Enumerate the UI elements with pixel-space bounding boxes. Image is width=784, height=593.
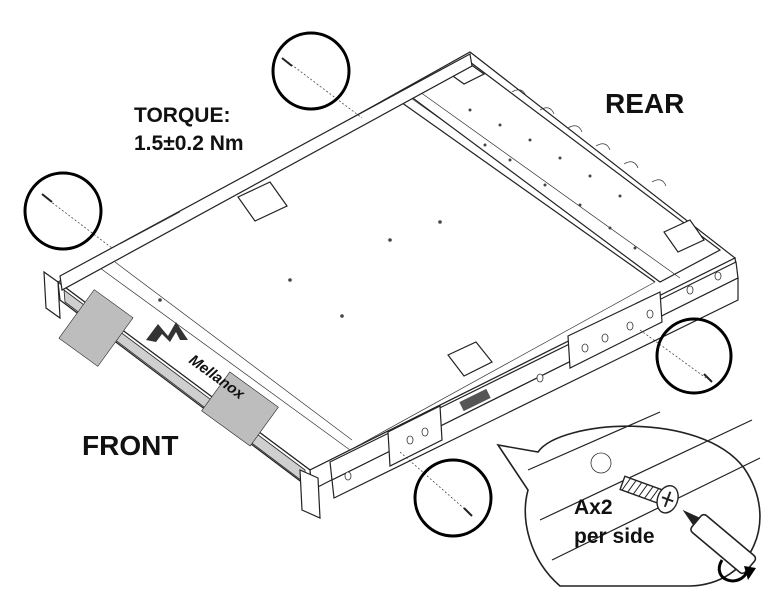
rotate-arrow-icon <box>717 559 750 583</box>
screw-right <box>639 317 733 395</box>
torque-title: TORQUE: <box>134 104 230 127</box>
rack-rail-left <box>59 53 473 291</box>
torque-value: 1.5±0.2 Nm <box>134 132 244 155</box>
screw-quantity: Ax2 <box>574 496 613 519</box>
brand-logo-mark <box>146 322 188 342</box>
rack-rail-right <box>329 261 739 499</box>
highlight-circle-right <box>655 317 733 395</box>
screw-top <box>271 31 363 119</box>
highlight-circle-top <box>271 31 351 111</box>
front-label: FRONT <box>82 430 178 461</box>
highlight-circle-left <box>23 171 103 251</box>
detail-callout: Ax2 per side <box>496 411 761 587</box>
screw-bottom <box>399 451 493 538</box>
screw-left <box>23 171 113 251</box>
front-port-array <box>58 289 279 447</box>
rear-label: REAR <box>605 88 684 119</box>
screw-per-side: per side <box>574 525 655 548</box>
screwdriver-icon <box>682 509 757 575</box>
screw-icon <box>619 475 679 514</box>
highlight-circle-bottom <box>413 458 493 538</box>
